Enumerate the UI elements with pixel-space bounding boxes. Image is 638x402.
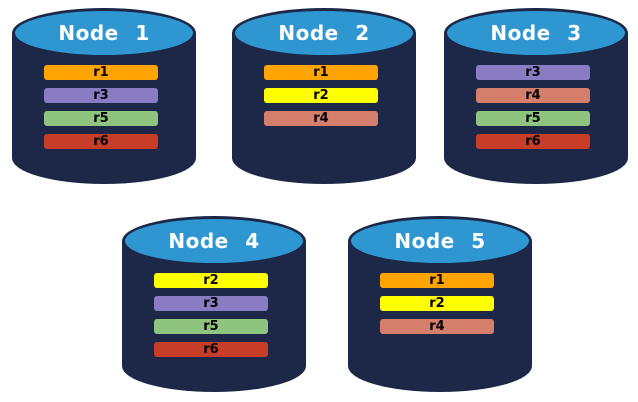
replica-bar: r2 (154, 273, 268, 288)
replica-bar: r1 (380, 273, 494, 288)
node-title: Node 1 (58, 21, 150, 45)
node-cylinder: Node 3 r3 r4 r5 r6 (444, 8, 628, 184)
node-cylinder: Node 1 r1 r3 r5 r6 (12, 8, 196, 184)
cylinder-body (348, 241, 532, 392)
replica-label: r2 (313, 88, 329, 103)
replica-bar: r1 (264, 65, 378, 80)
replica-bar: r4 (476, 88, 590, 103)
cylinder-top-ellipse: Node 5 (348, 216, 532, 266)
replica-label: r5 (203, 319, 219, 334)
replica-bar: r2 (264, 88, 378, 103)
replica-label: r1 (313, 65, 329, 80)
cylinder-body (444, 33, 628, 184)
node-cylinder: Node 2 r1 r2 r4 (232, 8, 416, 184)
replica-label: r5 (93, 111, 109, 126)
replica-list: r3 r4 r5 r6 (476, 65, 590, 157)
node-cylinder: Node 5 r1 r2 r4 (348, 216, 532, 392)
cylinder-top-ellipse: Node 1 (12, 8, 196, 58)
replica-label: r4 (313, 111, 329, 126)
replica-bar: r5 (44, 111, 158, 126)
replica-label: r3 (525, 65, 541, 80)
replica-list: r1 r2 r4 (264, 65, 378, 134)
replica-label: r5 (525, 111, 541, 126)
replica-label: r2 (203, 273, 219, 288)
replica-label: r1 (429, 273, 445, 288)
replica-bar: r4 (264, 111, 378, 126)
node-title: Node 2 (278, 21, 370, 45)
replica-label: r6 (525, 134, 541, 149)
node-title: Node 4 (168, 229, 260, 253)
cylinder-top-ellipse: Node 4 (122, 216, 306, 266)
replica-bar: r3 (154, 296, 268, 311)
replica-label: r4 (525, 88, 541, 103)
node-title: Node 5 (394, 229, 486, 253)
replica-bar: r2 (380, 296, 494, 311)
cylinder-body (232, 33, 416, 184)
replica-bar: r1 (44, 65, 158, 80)
cylinder-top-ellipse: Node 3 (444, 8, 628, 58)
replica-label: r3 (203, 296, 219, 311)
cylinder-top-ellipse: Node 2 (232, 8, 416, 58)
cylinder-body (122, 241, 306, 392)
cylinder-body (12, 33, 196, 184)
node-cylinder: Node 4 r2 r3 r5 r6 (122, 216, 306, 392)
replica-bar: r4 (380, 319, 494, 334)
replica-list: r1 r2 r4 (380, 273, 494, 342)
replica-bar: r6 (154, 342, 268, 357)
replica-label: r3 (93, 88, 109, 103)
replica-label: r6 (93, 134, 109, 149)
replica-label: r6 (203, 342, 219, 357)
replica-label: r2 (429, 296, 445, 311)
replica-bar: r6 (476, 134, 590, 149)
replica-label: r4 (429, 319, 445, 334)
replica-bar: r3 (44, 88, 158, 103)
replica-label: r1 (93, 65, 109, 80)
replica-bar: r6 (44, 134, 158, 149)
node-title: Node 3 (490, 21, 582, 45)
replica-list: r1 r3 r5 r6 (44, 65, 158, 157)
replica-bar: r5 (476, 111, 590, 126)
replica-bar: r5 (154, 319, 268, 334)
replica-list: r2 r3 r5 r6 (154, 273, 268, 365)
replica-bar: r3 (476, 65, 590, 80)
